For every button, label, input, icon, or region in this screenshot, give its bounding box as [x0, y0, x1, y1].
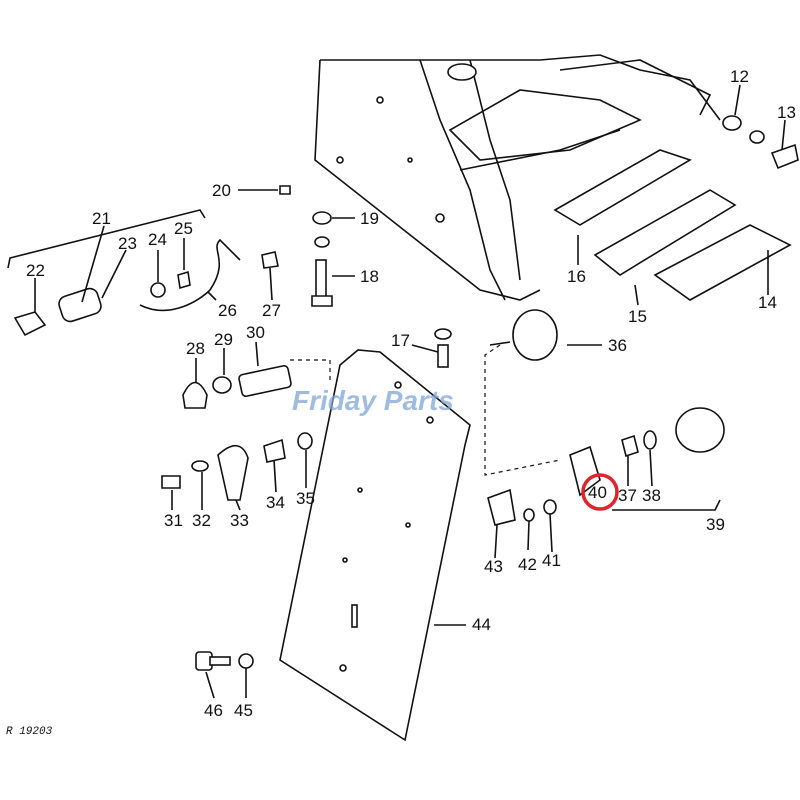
- callout-38: 38: [642, 486, 661, 505]
- callout-27: 27: [262, 301, 281, 320]
- callout-24: 24: [148, 230, 167, 249]
- callout-19: 19: [360, 209, 379, 228]
- callout-22: 22: [26, 261, 45, 280]
- callout-44: 44: [472, 615, 491, 634]
- callout-16: 16: [567, 267, 586, 286]
- callout-40: 40: [588, 483, 607, 502]
- callout-45: 45: [234, 701, 253, 720]
- nut-12-bolt-13: [722, 115, 799, 170]
- callout-21: 21: [92, 209, 111, 228]
- callout-41: 41: [542, 551, 561, 570]
- lower-right-parts: [487, 488, 557, 526]
- highlight-circle: [581, 473, 619, 511]
- dash-housing: [314, 54, 721, 301]
- callout-29: 29: [214, 330, 233, 349]
- callout-26: 26: [218, 301, 237, 320]
- left-wiring-group: [7, 185, 291, 337]
- callout-30: 30: [246, 323, 265, 342]
- lower-left-fasteners: [161, 432, 313, 501]
- callout-12: 12: [730, 67, 749, 86]
- gauge-36: [484, 309, 561, 476]
- callout-42: 42: [518, 555, 537, 574]
- callout-23: 23: [118, 234, 137, 253]
- decals: [553, 149, 792, 301]
- callout-34: 34: [266, 493, 285, 512]
- callout-39: 39: [706, 515, 725, 534]
- callout-43: 43: [484, 557, 503, 576]
- callout-31: 31: [164, 511, 183, 530]
- callout-labels: 12 13 14 15 16 17 18 19 20 21 22 23 24 2…: [26, 67, 796, 720]
- callout-14: 14: [758, 293, 777, 312]
- switch-group: [182, 359, 331, 409]
- callout-13: 13: [777, 103, 796, 122]
- reference-code: R 19203: [6, 726, 53, 738]
- callout-36: 36: [608, 336, 627, 355]
- leader-lines: [34, 84, 786, 699]
- callout-17: 17: [391, 331, 410, 350]
- callout-20: 20: [212, 181, 231, 200]
- watermark: Friday Parts: [292, 385, 454, 416]
- center-fasteners: [311, 211, 452, 368]
- callout-32: 32: [192, 511, 211, 530]
- callout-18: 18: [360, 267, 379, 286]
- bottom-bolt-washer: [195, 651, 254, 671]
- callout-33: 33: [230, 511, 249, 530]
- callout-15: 15: [628, 307, 647, 326]
- callout-28: 28: [186, 339, 205, 358]
- panel-44: [279, 349, 471, 742]
- callout-35: 35: [296, 489, 315, 508]
- callout-37: 37: [618, 486, 637, 505]
- callout-25: 25: [174, 219, 193, 238]
- ignition-switch-39: [569, 407, 725, 511]
- callout-46: 46: [204, 701, 223, 720]
